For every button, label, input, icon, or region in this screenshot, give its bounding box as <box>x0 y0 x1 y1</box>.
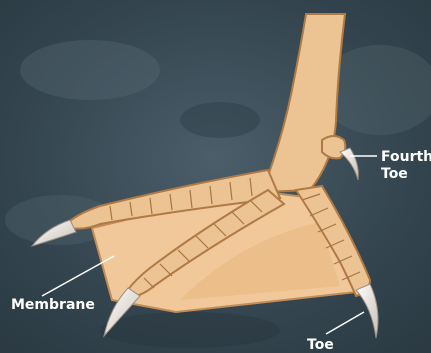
toe-fourth <box>322 136 345 158</box>
fourth-toe-label-line1: Fourth <box>381 149 431 166</box>
fourth-toe-label: Fourth Toe <box>381 149 431 183</box>
toe-label: Toe <box>307 337 334 353</box>
membrane-label: Membrane <box>11 297 95 314</box>
fourth-toe-label-line2: Toe <box>381 166 431 183</box>
